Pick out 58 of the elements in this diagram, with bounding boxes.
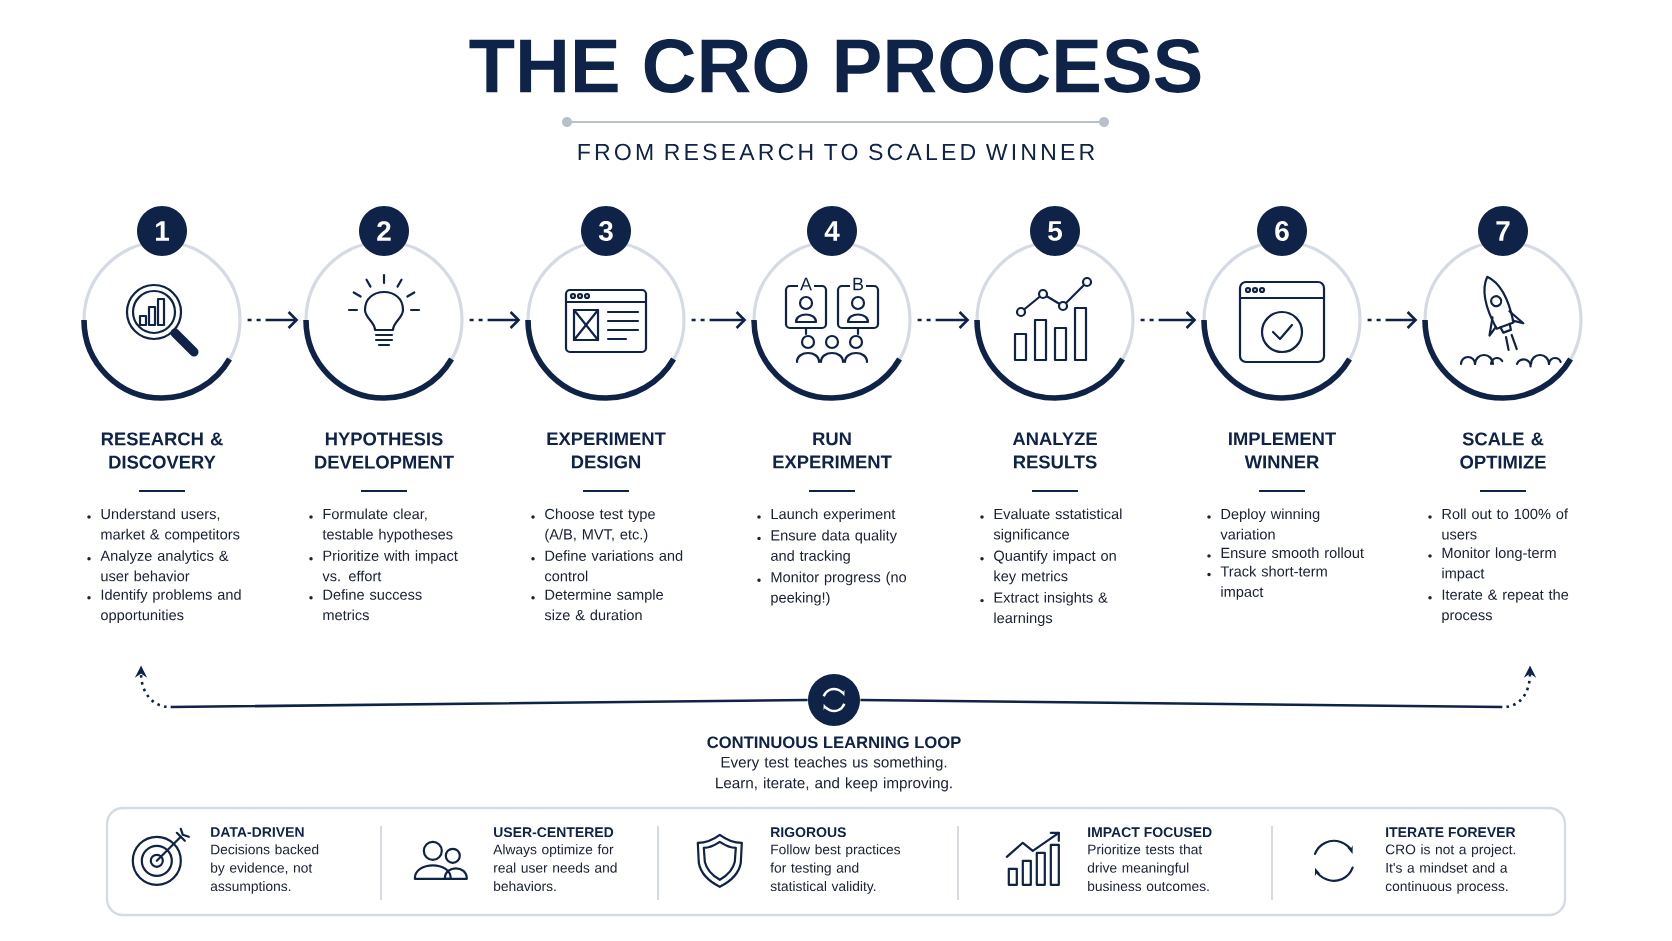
principle-title: IMPACT FOCUSED — [1088, 827, 1212, 838]
bullet-item: Track short-term impact — [1207, 565, 1327, 600]
variant-letter: A — [798, 275, 814, 293]
bullet-item: Launch experiment — [757, 508, 896, 522]
step-title: IMPLEMENT WINNER — [1229, 432, 1336, 469]
principle-title: DATA-DRIVEN — [211, 827, 304, 837]
bullet-item: Iterate & repeat the process — [1428, 589, 1569, 624]
step-title: HYPOTHESIS DEVELOPMENT — [315, 432, 454, 469]
bullet-item: Understand users, market & competitors — [87, 508, 240, 543]
arrow — [691, 311, 747, 329]
principle-title: RIGOROUS — [771, 827, 846, 838]
step-title: ANALYZE RESULTS — [1012, 432, 1097, 469]
bullet-item: Quantify impact on key metrics — [980, 550, 1116, 585]
bullet-item: Monitor long-term impact — [1428, 547, 1556, 582]
bullet-item: Prioritize with impact vs. effort — [309, 550, 458, 582]
bullet-item: Identify problems and opportunities — [87, 589, 241, 624]
principle-description: Prioritize tests that drive meaningful business outcomes. — [1087, 844, 1209, 892]
bullet-item: Extract insights & learnings — [980, 592, 1108, 626]
bullet-item: Evaluate sstatistical significance — [980, 508, 1122, 543]
number-badge: 2 — [359, 206, 409, 256]
principle-description: Always optimize for real user needs and behaviors. — [493, 844, 617, 892]
step-title: RESEARCH & DISCOVERY — [101, 432, 223, 469]
step-title: RUN EXPERIMENT — [773, 432, 892, 469]
loop-description: Every test teaches us something. Learn, iterate, and keep improving. — [716, 756, 952, 792]
bullet-item: Define success metrics — [309, 589, 422, 621]
principle-title: USER-CENTERED — [494, 827, 614, 838]
arrow — [1367, 311, 1418, 329]
bullet-item: Monitor progress (no peeking!) — [757, 571, 907, 606]
principles-panel — [105, 806, 1567, 917]
bullet-item: Formulate clear, testable hypotheses — [309, 508, 453, 543]
arrow — [469, 311, 521, 329]
principle-description: CRO is not a project. It's a mindset and a continuous process. — [1385, 844, 1516, 894]
loop-title: CONTINUOUS LEARNING LOOP — [707, 736, 961, 749]
step-title: EXPERIMENT DESIGN — [547, 432, 666, 469]
principle-description: Decisions backed by evidence, not assumptions. — [210, 844, 319, 894]
subtitle: FROM RESEARCH TO SCALED WINNER — [578, 143, 1095, 161]
number-badge: 3 — [581, 206, 631, 256]
step-title: SCALE & OPTIMIZE — [1460, 432, 1546, 469]
arrow — [1140, 311, 1197, 329]
bullet-item: Roll out to 100% of users — [1428, 508, 1568, 540]
number-badge: 5 — [1030, 206, 1080, 256]
bullet-item: Determine sample size & duration — [531, 589, 663, 621]
number-badge: 1 — [137, 206, 187, 256]
arrow — [247, 311, 299, 329]
bullet-item: Deploy winning variation — [1207, 508, 1320, 540]
variant-letter: B — [850, 275, 866, 293]
number-badge: 6 — [1257, 206, 1307, 256]
number-badge: 4 — [807, 206, 857, 256]
number-badge: 7 — [1478, 206, 1528, 256]
principle-title: ITERATE FOREVER — [1386, 827, 1516, 838]
bullet-item: Ensure smooth rollout — [1207, 547, 1364, 559]
bullet-item: Choose test type (A/B, MVT, etc.) — [531, 508, 655, 543]
principle-description: Follow best practices for testing and statistical validity. — [770, 844, 901, 894]
title: THE CRO PROCESS — [469, 39, 1201, 93]
bullet-item: Ensure data quality and tracking — [757, 529, 897, 564]
bullet-item: Analyze analytics & user behavior — [87, 550, 229, 582]
arrow — [917, 311, 970, 329]
bullet-item: Define variations and control — [531, 550, 683, 582]
